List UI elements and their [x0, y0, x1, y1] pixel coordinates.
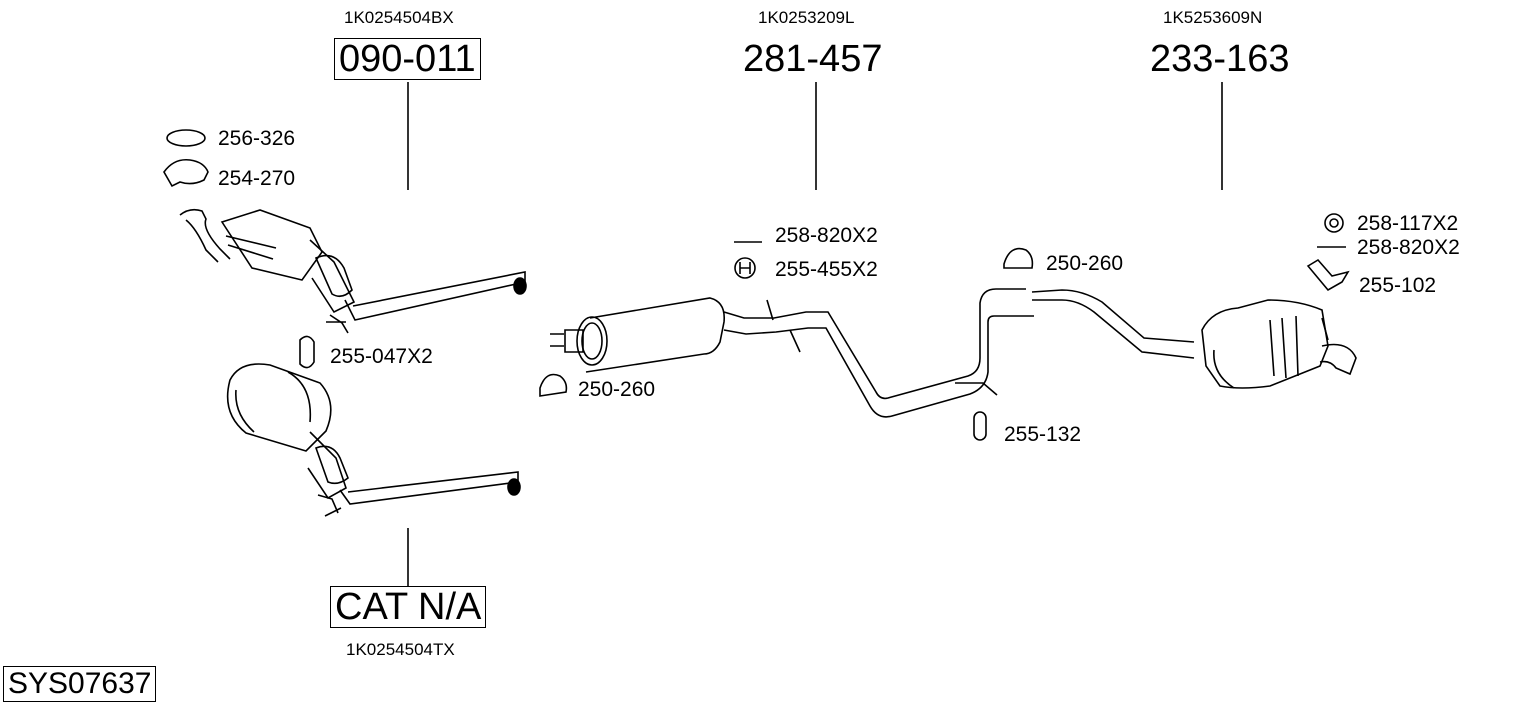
accessory-label[interactable]: 258-820X2: [1357, 236, 1460, 259]
accessory-label[interactable]: 255-132: [1004, 423, 1082, 446]
accessory-label[interactable]: 255-047X2: [330, 345, 433, 368]
catalyst-front-part: [179, 208, 527, 334]
part-number-box[interactable]: 090-011: [334, 38, 481, 80]
accessory-label[interactable]: 258-117X2: [1357, 212, 1459, 235]
clamp-icon: [539, 373, 568, 397]
oe-number-label: 1K0254504TX: [346, 640, 455, 659]
rubber-mount-icon: [299, 335, 315, 369]
rear-silencer-part: [1031, 289, 1357, 389]
washer-icon: [1324, 213, 1344, 233]
accessory-label[interactable]: 258-820X2: [775, 224, 878, 247]
oe-number-label: 1K0253209L: [758, 8, 855, 27]
part-number-label[interactable]: 233-163: [1150, 38, 1290, 80]
accessory-label[interactable]: 256-326: [218, 127, 296, 150]
gasket-icon: [166, 129, 206, 147]
middle-silencer-part: [550, 288, 1034, 418]
catalyst-lower-part: [226, 363, 521, 517]
oe-number-label: 1K0254504BX: [344, 8, 454, 27]
accessory-label[interactable]: 254-270: [218, 167, 296, 190]
clamp-icon: [163, 158, 209, 188]
accessory-label[interactable]: 250-260: [1046, 252, 1124, 275]
accessory-label[interactable]: 250-260: [578, 378, 656, 401]
clamp-icon: [1003, 247, 1034, 269]
part-number-box[interactable]: CAT N/A: [330, 586, 487, 628]
accessory-label[interactable]: 255-455X2: [775, 258, 878, 281]
bracket-icon: [1306, 258, 1350, 292]
accessory-label[interactable]: 255-102: [1359, 274, 1437, 297]
oe-number-label: 1K5253609N: [1163, 8, 1263, 27]
part-number-label[interactable]: 281-457: [743, 38, 883, 80]
system-code-box: SYS07637: [3, 666, 157, 702]
rubber-mount-icon: [734, 257, 756, 279]
rubber-mount-icon: [973, 411, 987, 441]
